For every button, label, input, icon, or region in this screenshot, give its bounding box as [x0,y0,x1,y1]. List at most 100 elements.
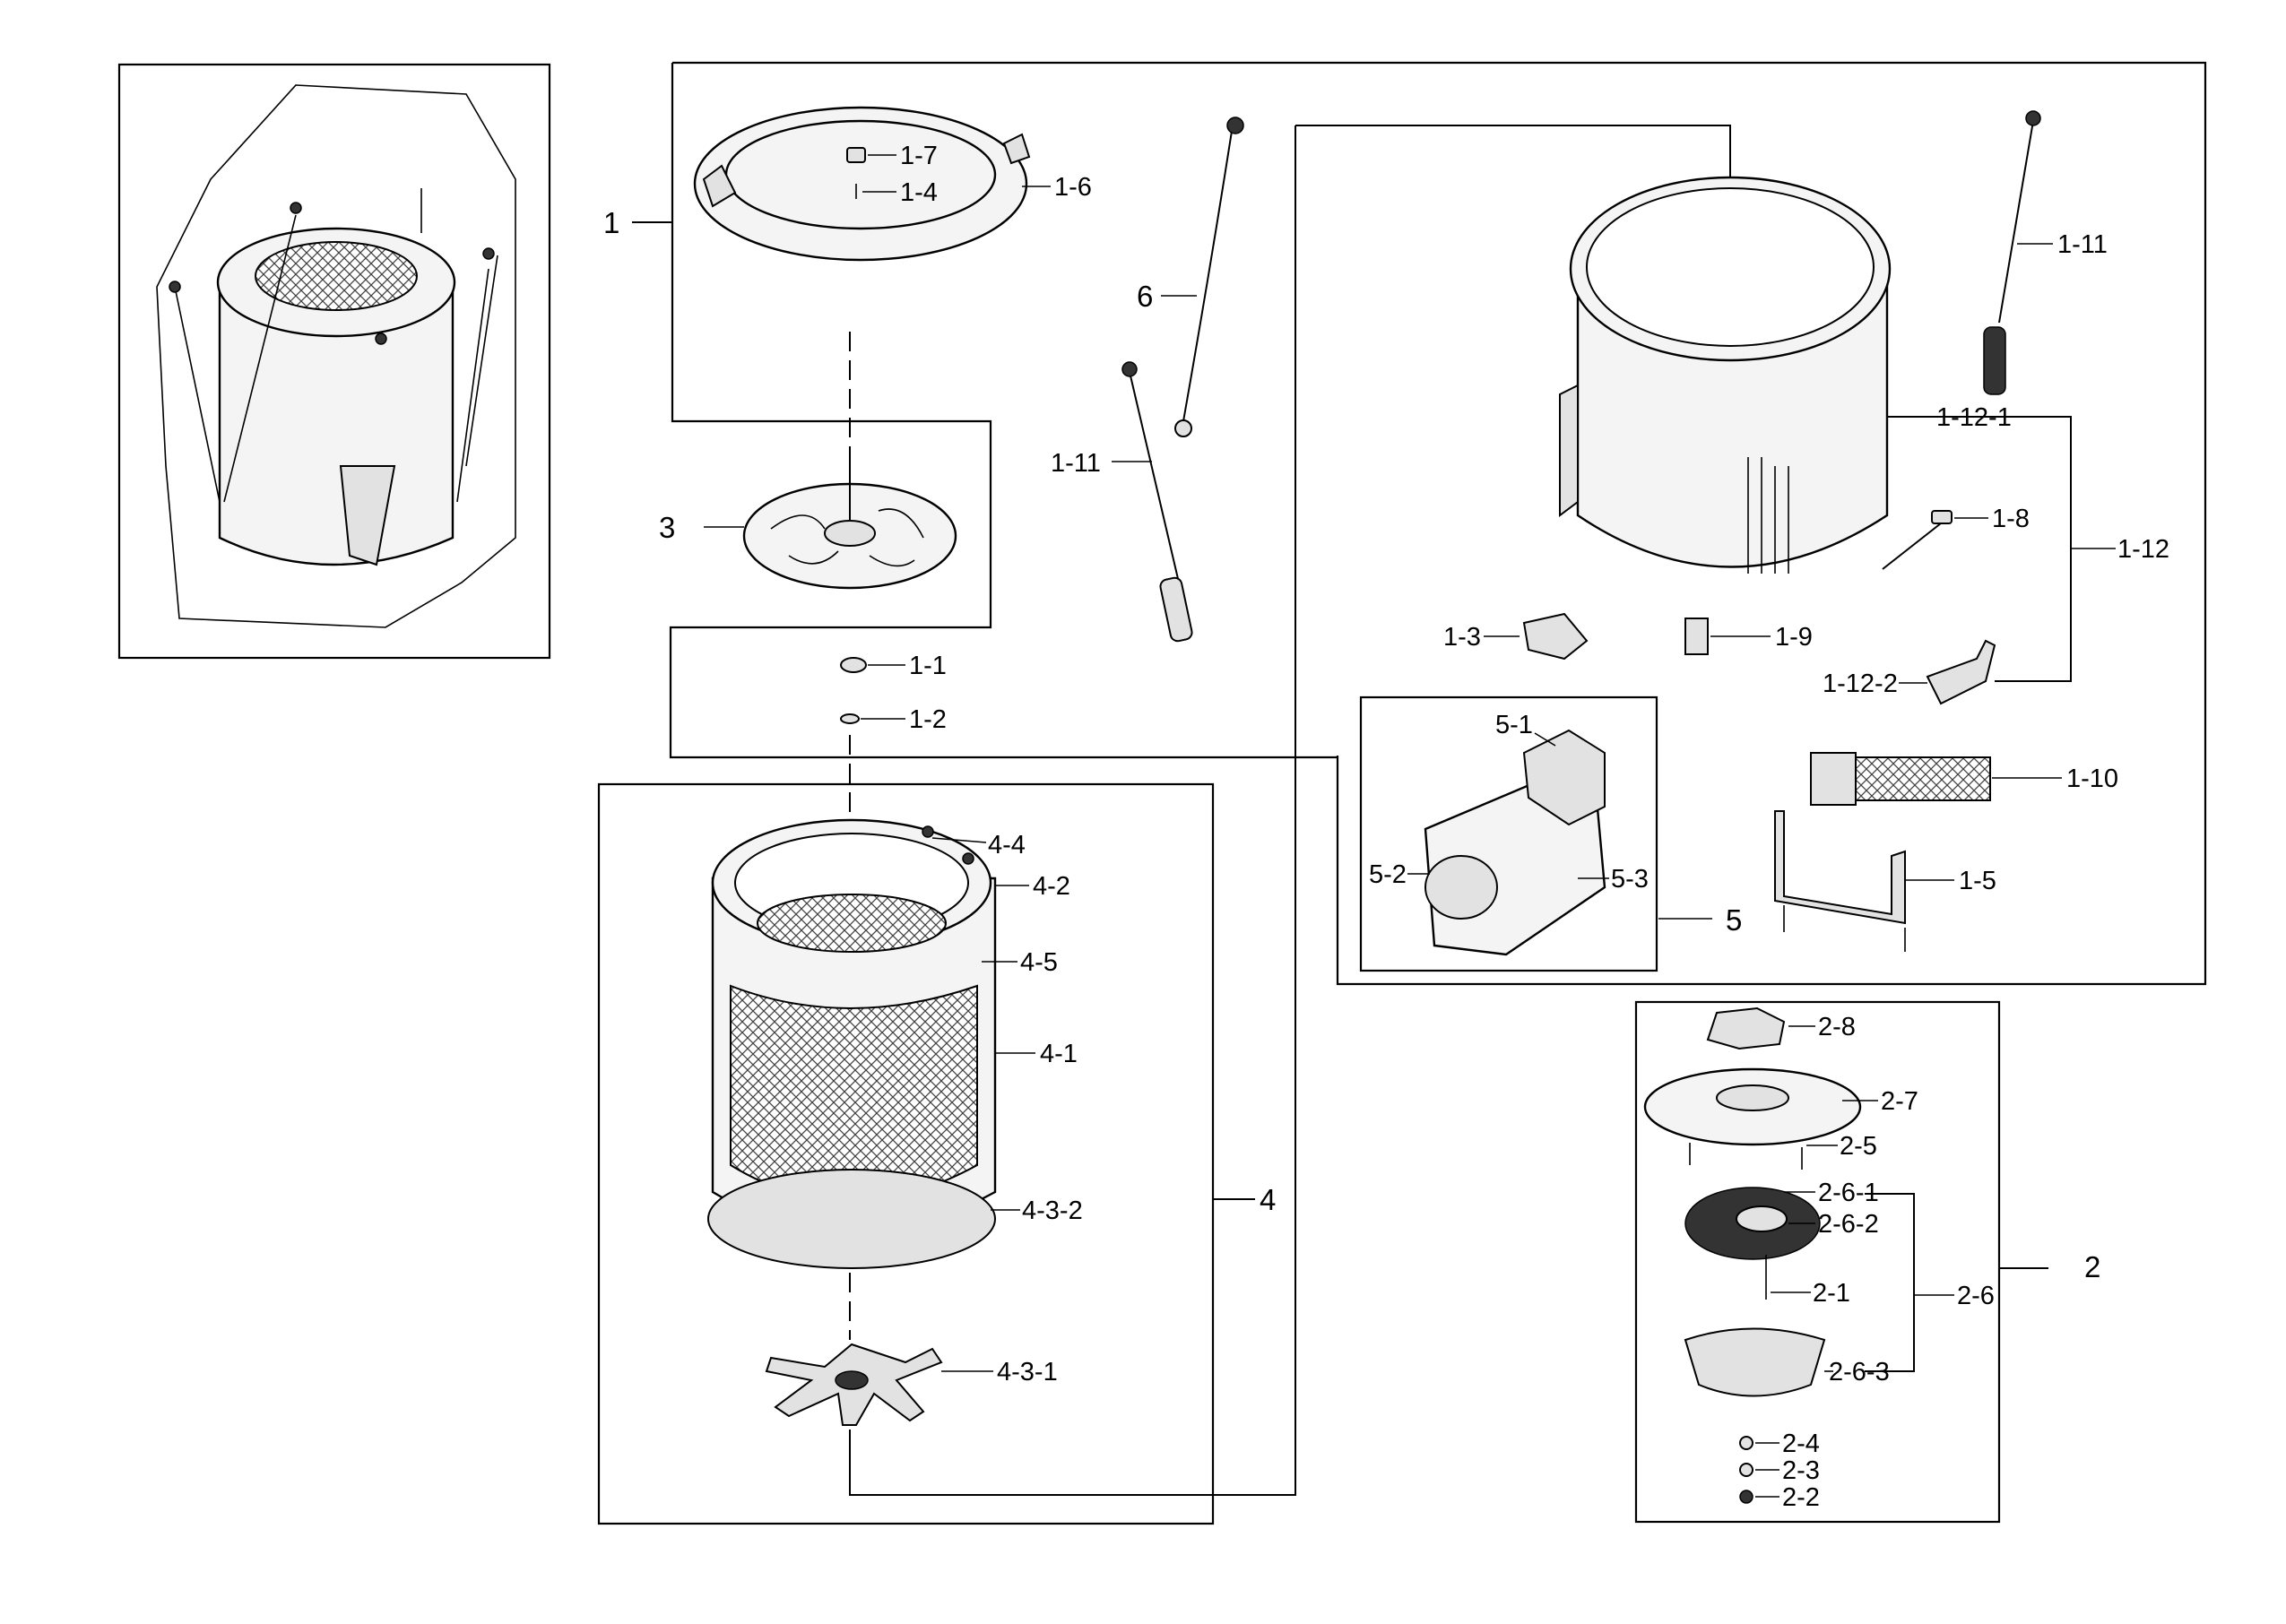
label-4-3-1: 4-3-1 [997,1358,1058,1386]
motor-group-frame [1634,1000,2001,1524]
rod-cap-right [2025,110,2041,126]
hose-clamp-bottom [1174,419,1192,437]
label-1-4: 1-4 [900,178,938,207]
label-2-6-bracket [1865,1193,1915,1372]
label-1-11-left: 1-11 [1051,449,1101,478]
part-1-10-head [1810,752,1857,806]
tub-cover-tab-left [702,164,737,208]
overview-rod-cap [482,247,495,260]
outer-tub-group-border-left [669,63,1338,759]
outer-tub-group-border [672,61,2207,986]
sensor-wire [1882,519,1946,570]
basket-screw [922,825,934,838]
label-5-3: 5-3 [1611,865,1649,894]
label-4-3-2: 4-3-2 [1022,1196,1083,1225]
bracket-body [1926,639,1996,705]
part-2-8 [1706,1006,1786,1050]
valve-parts: 1-3 1-9 [1443,612,1813,661]
label-3: 3 [659,511,675,544]
part-2-7-hub [1716,1084,1789,1111]
outer-tub-bracket-left [1559,384,1579,517]
rod-1-11-left [1129,371,1180,583]
label-2-5: 2-5 [1840,1132,1877,1161]
bracket-1-12-2: 1-12-2 [1823,639,1996,705]
basket-group-frame [597,782,1215,1525]
outer-tub: 1-12-1 1-12 [1559,176,2169,682]
label-4-1: 4-1 [1040,1040,1078,1068]
overview-rod-cap [290,202,302,214]
part-1-10: 1-10 [1810,752,2118,806]
label-5-2: 5-2 [1369,860,1407,889]
overview-frame [117,63,551,660]
group-1-frame: 1 [603,61,2207,986]
overview-tub-body [218,281,455,566]
label-2-2: 2-2 [1782,1483,1820,1512]
label-2-1: 2-1 [1813,1279,1850,1308]
overview-rod-cap [169,281,181,293]
cap-1-7 [846,147,866,163]
label-1-6: 1-6 [1054,173,1092,202]
rod-1-11-right [1998,120,2034,324]
label-5: 5 [1726,903,1742,937]
label-1-2: 1-2 [909,705,947,734]
pulsator-hub [824,520,876,547]
pump-motor [1424,855,1498,920]
part-1-9 [1684,618,1709,655]
overview-suspension-rods [174,214,498,503]
label-4-4-leader [931,837,987,843]
label-4-5: 4-5 [1020,948,1058,977]
label-2-7: 2-7 [1881,1087,1918,1116]
suspension-rod-right: 1-11 [1983,110,2108,395]
label-4-2: 4-2 [1033,872,1070,901]
label-1-5: 1-5 [1959,867,1996,895]
label-2-8: 2-8 [1818,1013,1856,1041]
basket-screw [962,852,974,865]
label-1-12: 1-12 [2117,535,2169,564]
rotor-2-6-3 [1684,1327,1826,1397]
label-1-8: 1-8 [1992,505,2030,533]
overview-rod-cap [375,333,387,345]
hose-clamp-top [1226,117,1244,134]
label-1-9: 1-9 [1775,623,1813,652]
label-4: 4 [1260,1183,1276,1216]
label-2-3: 2-3 [1782,1456,1820,1485]
label-6: 6 [1137,280,1153,313]
tub-cover-tab-right [1002,133,1031,165]
overview-drain-assembly [339,465,396,566]
rod-cap-left [1121,361,1138,377]
label-1-12-bracket [1887,416,2072,682]
group-2-motor: 2-8 2-7 2-5 2-6-1 2-6-2 2-1 2-6-3 2-6 2-… [1634,1000,2100,1524]
rod-damper-right [1983,326,2006,395]
hose-body [1182,125,1234,422]
label-1-10: 1-10 [2066,764,2118,793]
rod-damper-left [1159,576,1193,643]
spider-hub [835,1370,869,1390]
label-1-3: 1-3 [1443,623,1481,652]
label-2-6: 2-6 [1957,1282,1995,1310]
stator-2-6-2 [1736,1205,1788,1232]
basket-axis-leader [849,984,1296,1496]
label-2: 2 [2084,1250,2100,1283]
washer-1-2 [840,713,860,724]
label-1-1: 1-1 [909,652,947,680]
label-1: 1 [603,206,619,239]
suspension-rod-left: 1-11 [1051,361,1193,643]
overview-assembly [117,63,551,660]
label-5-1-leader [1534,732,1556,747]
label-5-1: 5-1 [1495,711,1533,739]
sensor-body [1931,510,1953,524]
basket-inner-mesh [757,894,947,953]
part-2-3 [1739,1463,1753,1477]
overview-basket-mesh [255,241,418,311]
outer-tub-opening [1586,187,1875,347]
outer-tub-ribs [1747,457,1789,574]
pump-inlet [1522,729,1606,826]
label-1-12-1: 1-12-1 [1936,403,2012,432]
label-1-12-2: 1-12-2 [1823,669,1898,698]
part-1-3 [1522,612,1589,661]
part-2-4 [1739,1436,1753,1450]
part-2-2 [1739,1490,1753,1504]
label-1-11-right: 1-11 [2057,230,2108,259]
label-4-4: 4-4 [988,831,1026,860]
